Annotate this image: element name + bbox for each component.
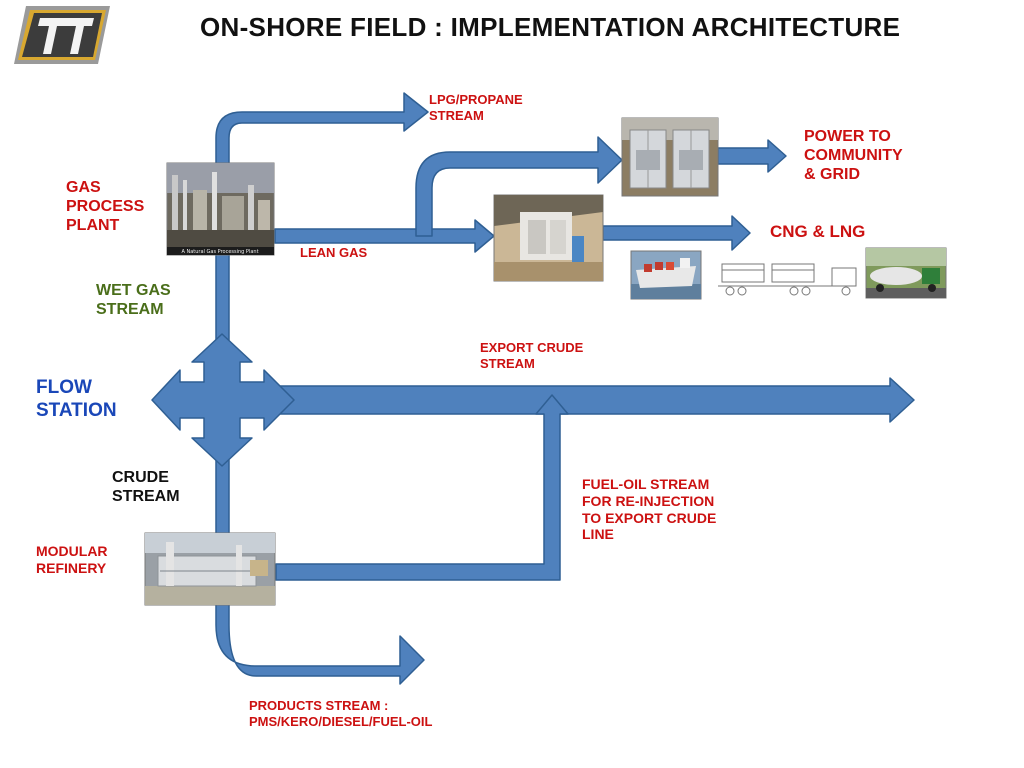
- flow-station-label: FLOW STATION: [36, 377, 117, 421]
- wet-gas-stream-label: WET GAS STREAM: [96, 282, 171, 319]
- crude-stream-label: CRUDE STREAM: [112, 469, 180, 506]
- tanker-truck-photo: [865, 247, 947, 299]
- wet-gas-pipe: [215, 249, 230, 341]
- power-generator-photo: [621, 117, 719, 197]
- modular-refinery-label: MODULAR REFINERY: [36, 543, 108, 576]
- cng-output-arrow: [602, 215, 751, 251]
- lean-gas-pipe: [274, 219, 495, 253]
- lng-ship-photo: [630, 250, 702, 300]
- cng-trailer-drawing: [716, 251, 860, 299]
- company-logo: [12, 4, 112, 66]
- products-stream-label: PRODUCTS STREAM : PMS/KERO/DIESEL/FUEL-O…: [249, 698, 433, 729]
- lpg-propane-label: LPG/PROPANE STREAM: [429, 92, 523, 123]
- page-title: ON-SHORE FIELD : IMPLEMENTATION ARCHITEC…: [200, 12, 901, 42]
- gas-plant-photo: A Natural Gas Processing Plant: [166, 162, 275, 256]
- power-feed-pipe: [415, 136, 623, 237]
- flow-station-hub: [151, 333, 295, 467]
- cng-lng-label: CNG & LNG: [770, 222, 866, 241]
- power-output-arrow: [717, 139, 787, 173]
- export-crude-arrow: [269, 377, 915, 423]
- gas-process-plant-label: GAS PROCESS PLANT: [66, 179, 145, 235]
- cng-facility-photo: [493, 194, 604, 282]
- products-stream-pipe: [215, 603, 425, 685]
- gas-plant-caption: A Natural Gas Processing Plant: [181, 249, 258, 255]
- fuel-oil-pipe: [275, 394, 569, 581]
- modular-refinery-photo: [144, 532, 276, 606]
- fuel-oil-stream-label: FUEL-OIL STREAM FOR RE-INJECTION TO EXPO…: [582, 476, 717, 543]
- power-to-community-label: POWER TO COMMUNITY & GRID: [804, 128, 903, 184]
- lpg-propane-pipe: [215, 92, 429, 166]
- crude-stream-pipe: [215, 459, 230, 538]
- export-crude-label: EXPORT CRUDE STREAM: [480, 340, 584, 371]
- lean-gas-label: LEAN GAS: [300, 245, 368, 260]
